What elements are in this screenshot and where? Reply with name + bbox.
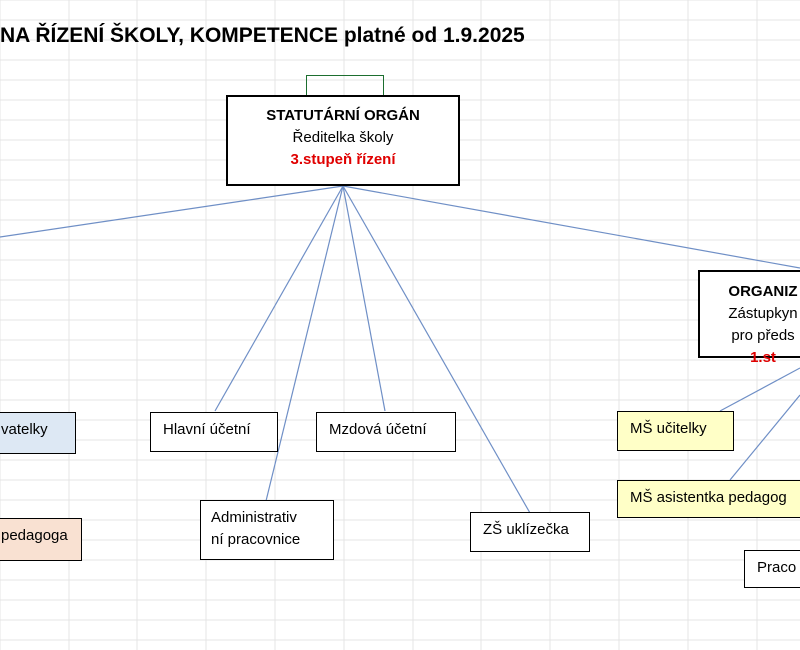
- praco-box[interactable]: Praco: [744, 550, 800, 588]
- administrativ-line2: ní pracovnice: [211, 531, 301, 548]
- administrativ-box[interactable]: Administrativ ní pracovnice: [200, 500, 334, 560]
- organizacni-level: 1.st: [750, 349, 776, 366]
- vychovatelky-box[interactable]: vatelky: [0, 412, 76, 454]
- ms-asistentka-box[interactable]: MŠ asistentka pedagog: [617, 480, 800, 518]
- mzdova-ucetni-box[interactable]: Mzdová účetní: [316, 412, 456, 452]
- statutarni-heading: STATUTÁRNÍ ORGÁN: [266, 107, 420, 124]
- pedagoga-label: pedagoga: [1, 527, 68, 544]
- ms-ucitelky-box[interactable]: MŠ učitelky: [617, 411, 734, 451]
- statutarni-level: 3.stupeň řízení: [290, 151, 396, 168]
- line-to-ms-asistentka: [729, 394, 800, 481]
- organizacni-role-line1: Zástupkyn: [728, 305, 798, 322]
- ms-ucitelky-label: MŠ učitelky: [630, 420, 707, 437]
- organizacni-box[interactable]: ORGANIZ Zástupkyn pro předs 1.st: [698, 270, 800, 366]
- zs-uklizecka-box[interactable]: ZŠ uklízečka: [470, 512, 590, 552]
- line-to-hlavni-ucetni: [214, 185, 344, 412]
- statutarni-role: Ředitelka školy: [292, 129, 394, 146]
- administrativ-line1: Administrativ: [211, 509, 297, 526]
- line-to-administrativ: [265, 185, 344, 502]
- line-to-organizacni: [342, 185, 800, 269]
- line-to-zs-uklizecka: [342, 185, 531, 514]
- line-to-vychovatelky: [0, 185, 344, 238]
- selection-bracket: [306, 75, 384, 95]
- statutarni-organ-box[interactable]: STATUTÁRNÍ ORGÁN Ředitelka školy 3.stupe…: [226, 95, 460, 186]
- organizacni-heading: ORGANIZ: [728, 283, 798, 300]
- hlavni-ucetni-box[interactable]: Hlavní účetní: [150, 412, 278, 452]
- page-title: NA ŘÍZENÍ ŠKOLY, KOMPETENCE platné od 1.…: [0, 24, 525, 47]
- zs-uklizecka-label: ZŠ uklízečka: [483, 521, 569, 538]
- vychovatelky-label: vatelky: [1, 421, 48, 438]
- praco-label: Praco: [757, 559, 797, 576]
- hlavni-ucetni-label: Hlavní účetní: [163, 421, 251, 438]
- pedagoga-box[interactable]: pedagoga: [0, 518, 82, 561]
- line-to-mzdova-ucetni: [342, 185, 386, 412]
- organizacni-role-line2: pro předs: [731, 327, 795, 344]
- ms-asistentka-label: MŠ asistentka pedagog: [630, 489, 787, 506]
- mzdova-ucetni-label: Mzdová účetní: [329, 421, 427, 438]
- line-to-ms-ucitelky: [719, 367, 800, 412]
